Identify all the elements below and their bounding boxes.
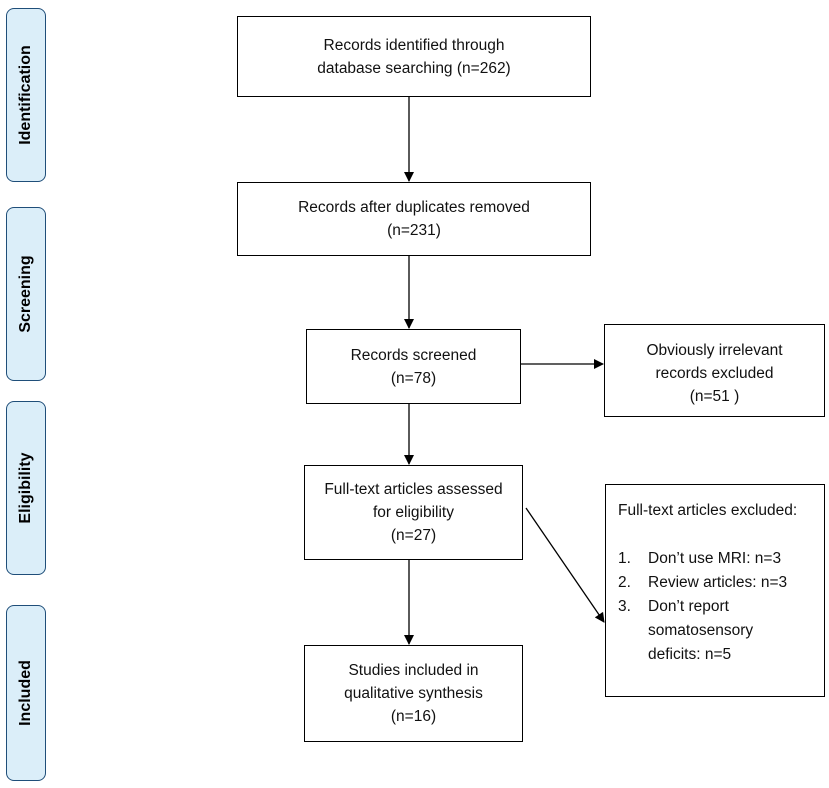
stage-included: Included bbox=[6, 605, 46, 781]
box-line: Records after duplicates removed bbox=[298, 199, 530, 216]
list-text: Don’t report bbox=[648, 598, 729, 615]
list-number: 1. bbox=[618, 550, 631, 567]
list-text-group: Don’t report somatosensory deficits: n=5 bbox=[648, 595, 753, 667]
box-line: (n=16) bbox=[390, 708, 437, 725]
box-line: (n=78) bbox=[390, 369, 437, 387]
records-screened-box: Records screened (n=78) bbox=[306, 329, 521, 404]
irrelevant-excluded-box: Obviously irrelevant records excluded (n… bbox=[604, 324, 825, 417]
excluded-reason-2: 2. Review articles: n=3 bbox=[618, 571, 787, 595]
box-line: Full-text articles assessed bbox=[324, 481, 503, 498]
full-text-excluded-box: Full-text articles excluded: 1. Don’t us… bbox=[605, 484, 825, 697]
list-number: 2. bbox=[618, 574, 631, 591]
records-after-duplicates-box: Records after duplicates removed (n=231) bbox=[237, 182, 591, 256]
box-line: Studies included in bbox=[348, 662, 479, 679]
stage-identification: Identification bbox=[6, 8, 46, 182]
box-line: Obviously irrelevant bbox=[646, 342, 783, 359]
box-line: qualitative synthesis bbox=[344, 685, 483, 702]
list-text: deficits: n=5 bbox=[648, 646, 732, 663]
arrow-fulltext-to-excluded bbox=[525, 507, 605, 623]
excluded-heading: Full-text articles excluded: bbox=[618, 502, 798, 519]
full-text-assessed-box: Full-text articles assessed for eligibil… bbox=[304, 465, 523, 560]
list-text: Review articles: n=3 bbox=[648, 574, 788, 591]
box-line: database searching (n=262) bbox=[317, 59, 511, 77]
box-line: Records identified through bbox=[323, 36, 505, 54]
box-line: (n=51 ) bbox=[689, 388, 740, 405]
studies-included-box: Studies included in qualitative synthesi… bbox=[304, 645, 523, 742]
records-identified-box: Records identified through database sear… bbox=[237, 16, 591, 97]
excluded-reason-3: 3. Don’t report somatosensory deficits: … bbox=[618, 595, 753, 667]
list-text: somatosensory bbox=[648, 622, 754, 639]
box-line: records excluded bbox=[655, 365, 774, 382]
excluded-reason-1: 1. Don’t use MRI: n=3 bbox=[618, 547, 781, 571]
box-line: for eligibility bbox=[373, 504, 454, 521]
box-line: Records screened bbox=[350, 346, 477, 364]
box-line: (n=27) bbox=[390, 527, 437, 544]
stage-screening: Screening bbox=[6, 207, 46, 381]
stage-eligibility: Eligibility bbox=[6, 401, 46, 575]
box-line: (n=231) bbox=[387, 222, 441, 239]
list-number: 3. bbox=[618, 598, 631, 615]
list-text: Don’t use MRI: n=3 bbox=[648, 550, 782, 567]
